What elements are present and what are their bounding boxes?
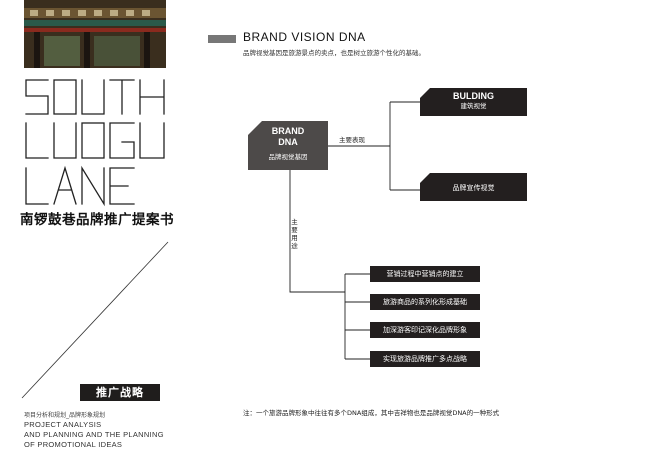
- usage-leaf: 实现旅游品牌推广多点战略: [370, 351, 480, 367]
- header-photo: [24, 0, 166, 68]
- bulding-node-en: BULDING: [453, 91, 494, 101]
- usage-leaf: 营销过程中营销点的建立: [370, 266, 480, 282]
- gate-photo-image: [24, 0, 166, 68]
- usage-leaf: 加深游客印记深化品牌形象: [370, 322, 480, 338]
- subtitle-cn: 项目分析和规划_品牌形象规划: [24, 412, 106, 419]
- subtitle-en-line: OF PROMOTIONAL IDEAS: [24, 440, 123, 449]
- subtitle-en: PROJECT ANALYSIS AND PLANNING AND THE PL…: [24, 420, 164, 450]
- page-description: 品牌视觉基因是旅游景点的卖点，也是树立旅游个性化的基础。: [243, 49, 425, 57]
- logo-lettering: [25, 79, 165, 207]
- brand-dna-line3: 品牌视觉基因: [268, 153, 308, 161]
- page-title: BRAND VISION DNA: [243, 30, 366, 44]
- section-tab: 推广战略: [80, 384, 160, 401]
- subtitle-en-line: AND PLANNING AND THE PLANNING: [24, 430, 164, 439]
- bulding-node: BULDING 建筑视觉: [420, 88, 527, 116]
- footnote: 注：一个旅游品牌形象中往往有多个DNA组成，其中吉祥物也是品牌视觉DNA的一种形…: [243, 409, 500, 417]
- brand-dna-node: BRAND DNA 品牌视觉基因: [248, 121, 328, 170]
- left-panel: 南锣鼓巷品牌推广提案书 推广战略 项目分析和规划_品牌形象规划 PROJECT …: [0, 0, 174, 466]
- brand-dna-line2: DNA: [278, 137, 298, 147]
- brand-dna-line1: BRAND: [271, 126, 305, 136]
- proposal-title: 南锣鼓巷品牌推广提案书: [20, 212, 174, 228]
- edge-label-main: 主要表现: [339, 136, 365, 144]
- edge-label-use: 主要用途: [291, 218, 298, 250]
- header-accent-bar: [208, 35, 236, 43]
- subtitle-en-line: PROJECT ANALYSIS: [24, 420, 102, 429]
- decorative-diagonal-line: [21, 241, 169, 399]
- promo-visual-node: 品牌宣传视觉: [420, 173, 527, 201]
- usage-leaf: 旅游商品的系列化形成基础: [370, 294, 480, 310]
- bulding-node-cn: 建筑视觉: [460, 102, 487, 110]
